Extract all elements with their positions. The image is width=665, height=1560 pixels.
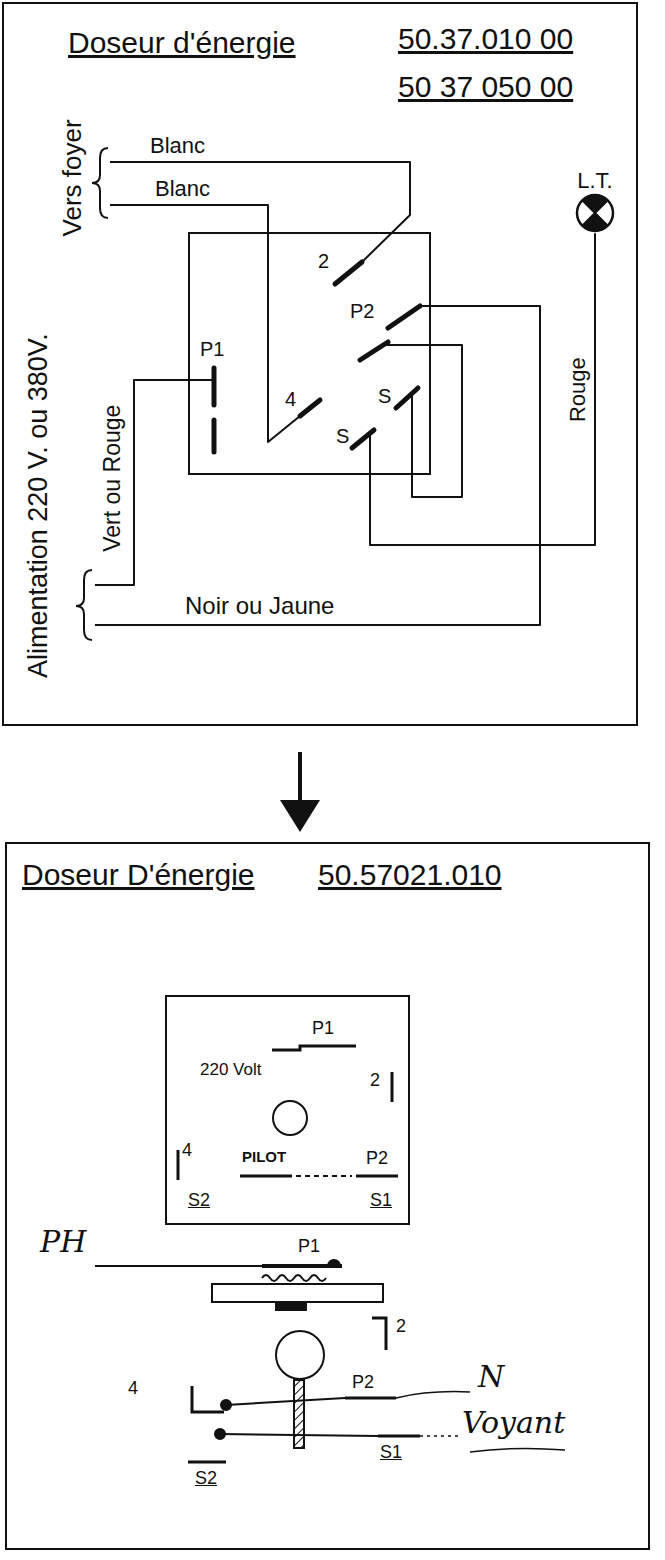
wire — [110, 162, 410, 262]
terminal-label: S1 — [380, 1442, 402, 1463]
lamp-symbol — [582, 201, 607, 226]
down-arrow — [280, 800, 320, 832]
panel-frame: Doseur D'énergie 50.57021.010P1 220 Volt 2 4… — [5, 842, 650, 1550]
terminal-label: 4 — [182, 1140, 192, 1161]
down-arrow — [298, 752, 302, 802]
wire — [110, 205, 300, 442]
contact-terminal — [388, 306, 420, 328]
terminal-label: S2 — [188, 1190, 210, 1211]
mechanism-detail — [220, 1434, 378, 1436]
terminal-label: PILOT — [242, 1148, 286, 1165]
mechanism-detail — [95, 1260, 565, 1462]
wire-label: Rouge — [564, 355, 589, 424]
terminal-label: P1 — [200, 338, 224, 361]
mechanism-detail — [378, 1435, 420, 1438]
contact-terminal — [352, 430, 374, 448]
contact-terminal — [212, 420, 217, 452]
contact-terminal — [360, 342, 388, 360]
terminal-label: S — [378, 385, 391, 408]
terminal-label: S — [336, 425, 349, 448]
face-symbol — [296, 1175, 352, 1177]
contact-terminal — [300, 400, 320, 416]
mechanism-detail — [372, 1318, 386, 1350]
lamp-symbol — [582, 213, 607, 231]
terminal-label: P2 — [352, 1372, 374, 1393]
regulator-body: P12P24SS — [188, 232, 431, 475]
wire — [386, 345, 462, 497]
voltage-label: 220 Volt — [200, 1060, 261, 1080]
wire — [95, 306, 540, 625]
terminal-label: P2 — [366, 1148, 388, 1169]
wire-label: Noir ou Jaune — [185, 592, 334, 620]
mechanism-detail — [294, 1380, 304, 1448]
handwritten-note: Voyant — [462, 1406, 565, 1441]
mechanism-detail — [212, 1284, 383, 1302]
part-number: 50 37 050 00 — [398, 70, 573, 105]
lamp-symbol — [582, 195, 607, 213]
terminal-label: 4 — [285, 388, 296, 411]
wire-label: Vert ou Rouge — [99, 405, 125, 552]
face-symbol — [177, 1150, 180, 1180]
handwritten-note: PH — [40, 1225, 86, 1260]
mechanism-detail — [276, 1331, 324, 1379]
lamp-symbol — [577, 195, 613, 231]
wire-connector — [370, 233, 595, 545]
regulator-face: P1 220 Volt 2 4 PILOT P2S2 S1 — [165, 995, 410, 1225]
terminal-label: 4 — [128, 1378, 138, 1399]
pilot-lamp: L.T. — [572, 168, 618, 233]
down-arrow — [280, 752, 320, 832]
mechanism-detail — [262, 1275, 326, 1281]
wire-label: Blanc — [150, 133, 205, 158]
wire-label: Vers foyer — [57, 119, 87, 236]
mechanism-detail — [188, 1461, 226, 1464]
lamp-label: L.T. — [572, 168, 618, 193]
part-number: 50.57021.010 — [318, 858, 502, 893]
terminal-label: 2 — [396, 1316, 406, 1337]
terminal-label: P2 — [350, 300, 374, 323]
mechanism-detail — [470, 1448, 565, 1452]
mechanism-detail — [396, 1392, 470, 1398]
panel-frame: Doseur d'énergie 50.37.010 00 50 37 050 00… — [2, 2, 638, 726]
contact-terminal — [212, 368, 217, 405]
wire — [369, 434, 371, 475]
supply-label: Alimentation 220 V. ou 380V. — [22, 333, 53, 678]
part-number: 50.37.010 00 — [398, 22, 573, 57]
face-symbol — [273, 1101, 307, 1135]
terminal-label: P1 — [298, 1236, 320, 1257]
mechanism-detail — [345, 1397, 396, 1400]
mechanism-detail — [192, 1386, 224, 1412]
handwritten-note: N — [478, 1360, 504, 1395]
lamp-symbol — [572, 193, 618, 233]
mechanism-detail — [95, 1265, 262, 1267]
contact-terminal — [214, 262, 420, 452]
mechanism-detail — [226, 1398, 345, 1405]
bracket — [76, 148, 108, 640]
terminal-label: 2 — [370, 1070, 380, 1091]
face-symbol — [391, 1072, 394, 1102]
face-symbol — [356, 1175, 398, 1178]
mechanism-detail — [420, 1435, 458, 1437]
terminal-label: P1 — [312, 1018, 334, 1039]
face-symbol — [240, 1175, 292, 1178]
face-symbol — [178, 1046, 398, 1180]
bracket — [76, 570, 92, 640]
contact-terminal — [335, 262, 362, 284]
terminal-label: 2 — [318, 250, 329, 273]
wire — [95, 380, 214, 585]
terminal-label: S2 — [195, 1468, 217, 1489]
terminal-label: S1 — [370, 1190, 392, 1211]
wire-label: Blanc — [155, 176, 210, 201]
wire — [95, 162, 540, 625]
bracket — [92, 148, 108, 218]
mechanism-detail — [328, 1260, 340, 1266]
diagram-title: Doseur D'énergie — [22, 858, 255, 893]
contact-terminal — [396, 388, 418, 408]
diagram-title: Doseur d'énergie — [68, 26, 296, 61]
mechanism-detail — [276, 1302, 306, 1310]
face-symbol — [272, 1046, 356, 1050]
